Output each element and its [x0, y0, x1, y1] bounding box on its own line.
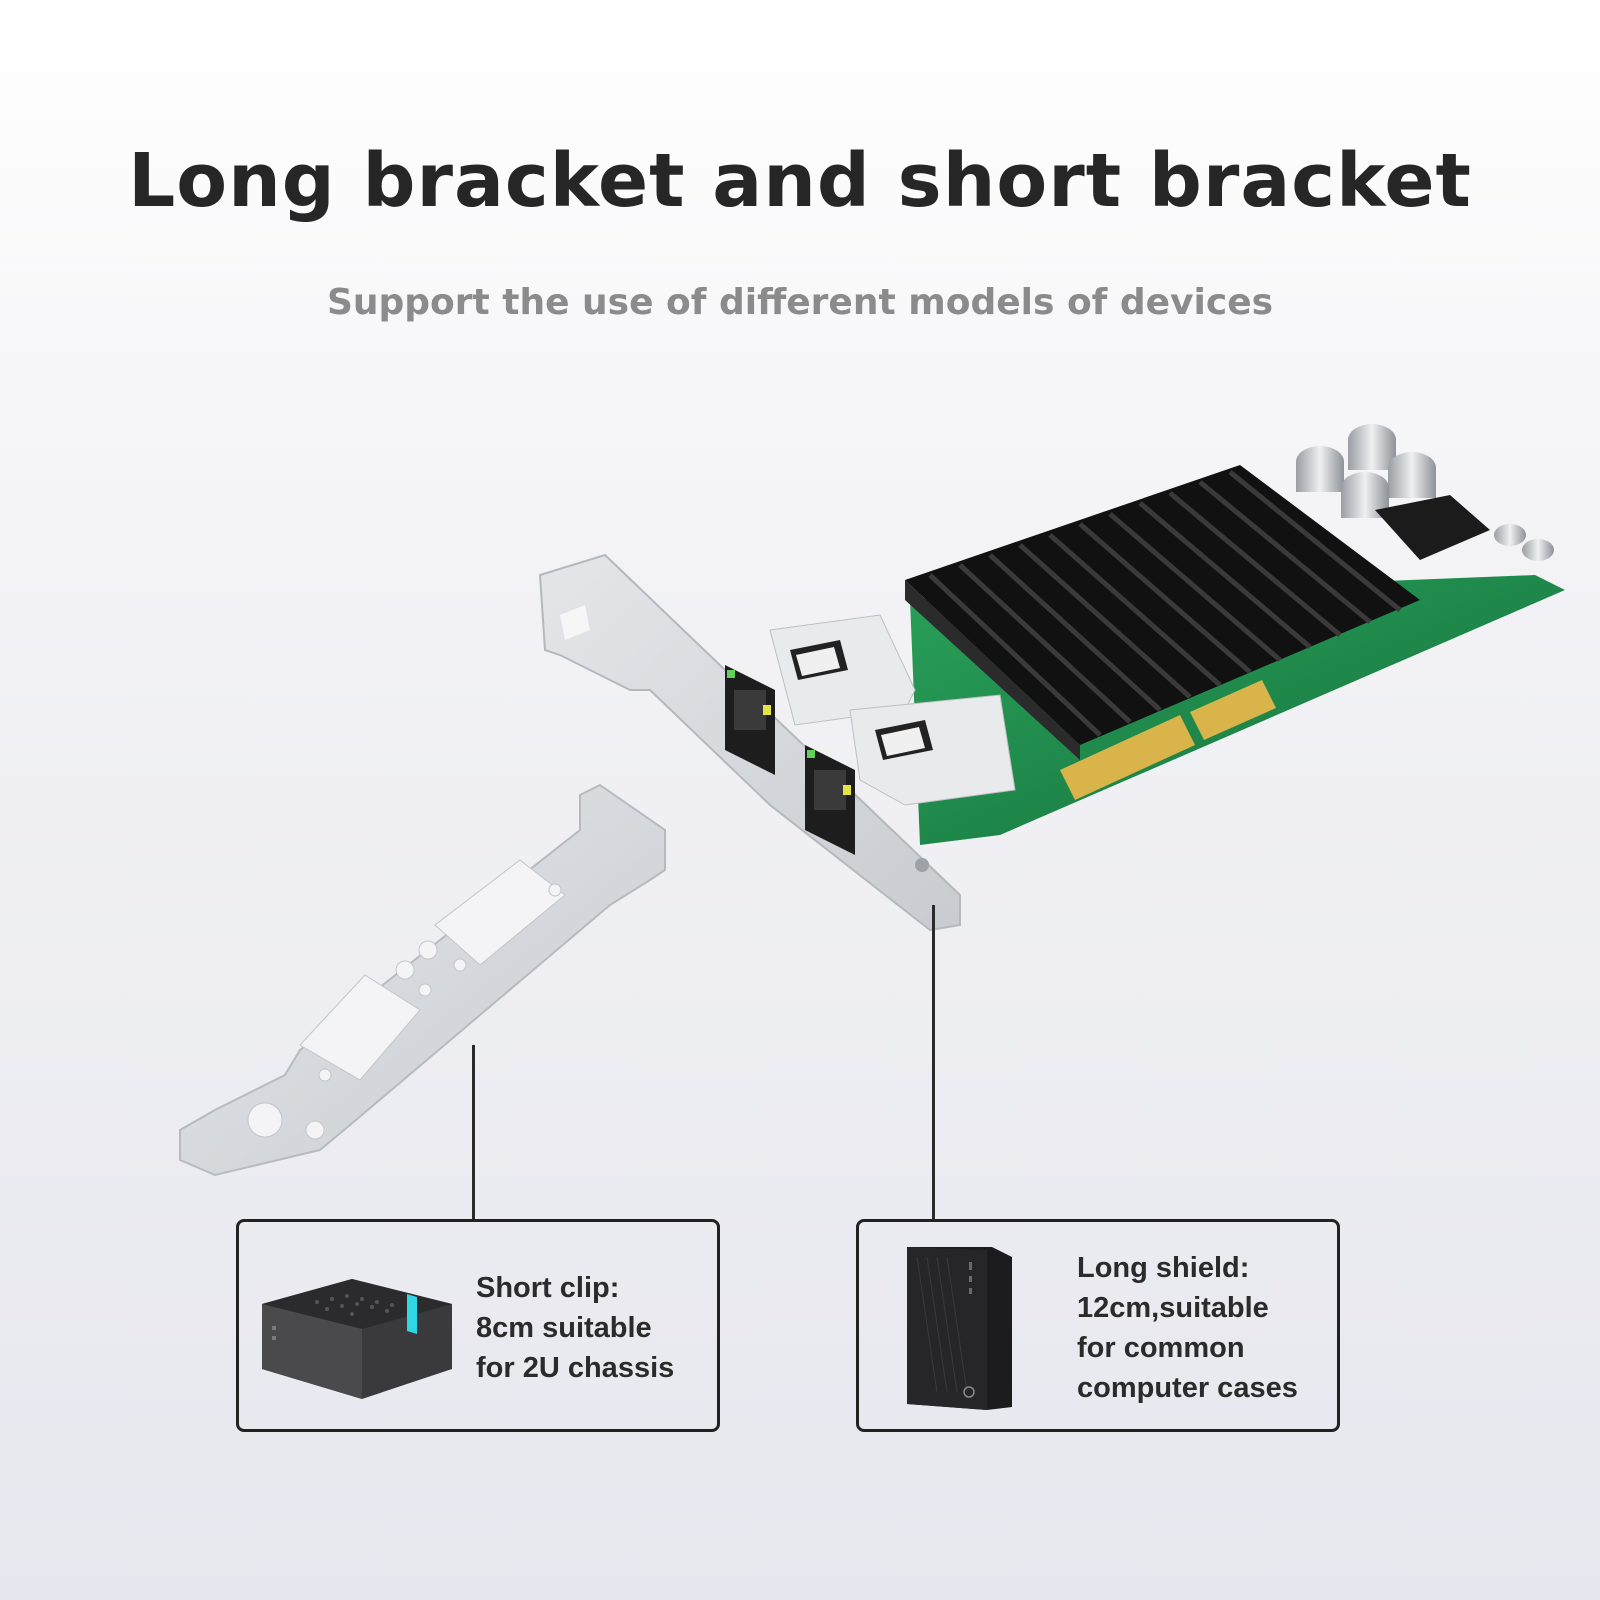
short-bracket [179, 783, 666, 1177]
short-clip-info-box: Short clip: 8cm suitable for 2U chassis [236, 1219, 720, 1432]
page-title: Long bracket and short bracket [128, 138, 1472, 224]
short-clip-line-2: 8cm suitable [476, 1312, 652, 1344]
long-shield-description: Long shield: 12cm,suitable for common co… [1077, 1248, 1298, 1408]
short-clip-line-1: Short clip: [476, 1272, 620, 1304]
heatsink [905, 465, 1420, 760]
long-shield-line-3: for common [1077, 1332, 1245, 1364]
mini-pc-icon [262, 1279, 452, 1399]
long-shield-info-box: Long shield: 12cm,suitable for common co… [856, 1219, 1340, 1432]
tower-pc-icon [907, 1247, 1012, 1410]
inductor [1375, 495, 1490, 560]
short-bracket-leader-line [472, 1045, 475, 1220]
short-clip-description: Short clip: 8cm suitable for 2U chassis [476, 1268, 674, 1388]
long-bracket-leader-line [932, 905, 935, 1220]
page-subtitle: Support the use of different models of d… [326, 282, 1274, 323]
long-shield-line-1: Long shield: [1077, 1252, 1250, 1284]
qr-sticker-1 [790, 640, 848, 680]
long-shield-line-4: computer cases [1077, 1372, 1298, 1404]
gold-contacts [1060, 680, 1276, 800]
short-clip-line-3: for 2U chassis [476, 1352, 675, 1384]
qr-sticker-2 [875, 720, 933, 760]
network-card [538, 424, 1565, 932]
long-shield-line-2: 12cm,suitable [1077, 1292, 1269, 1324]
